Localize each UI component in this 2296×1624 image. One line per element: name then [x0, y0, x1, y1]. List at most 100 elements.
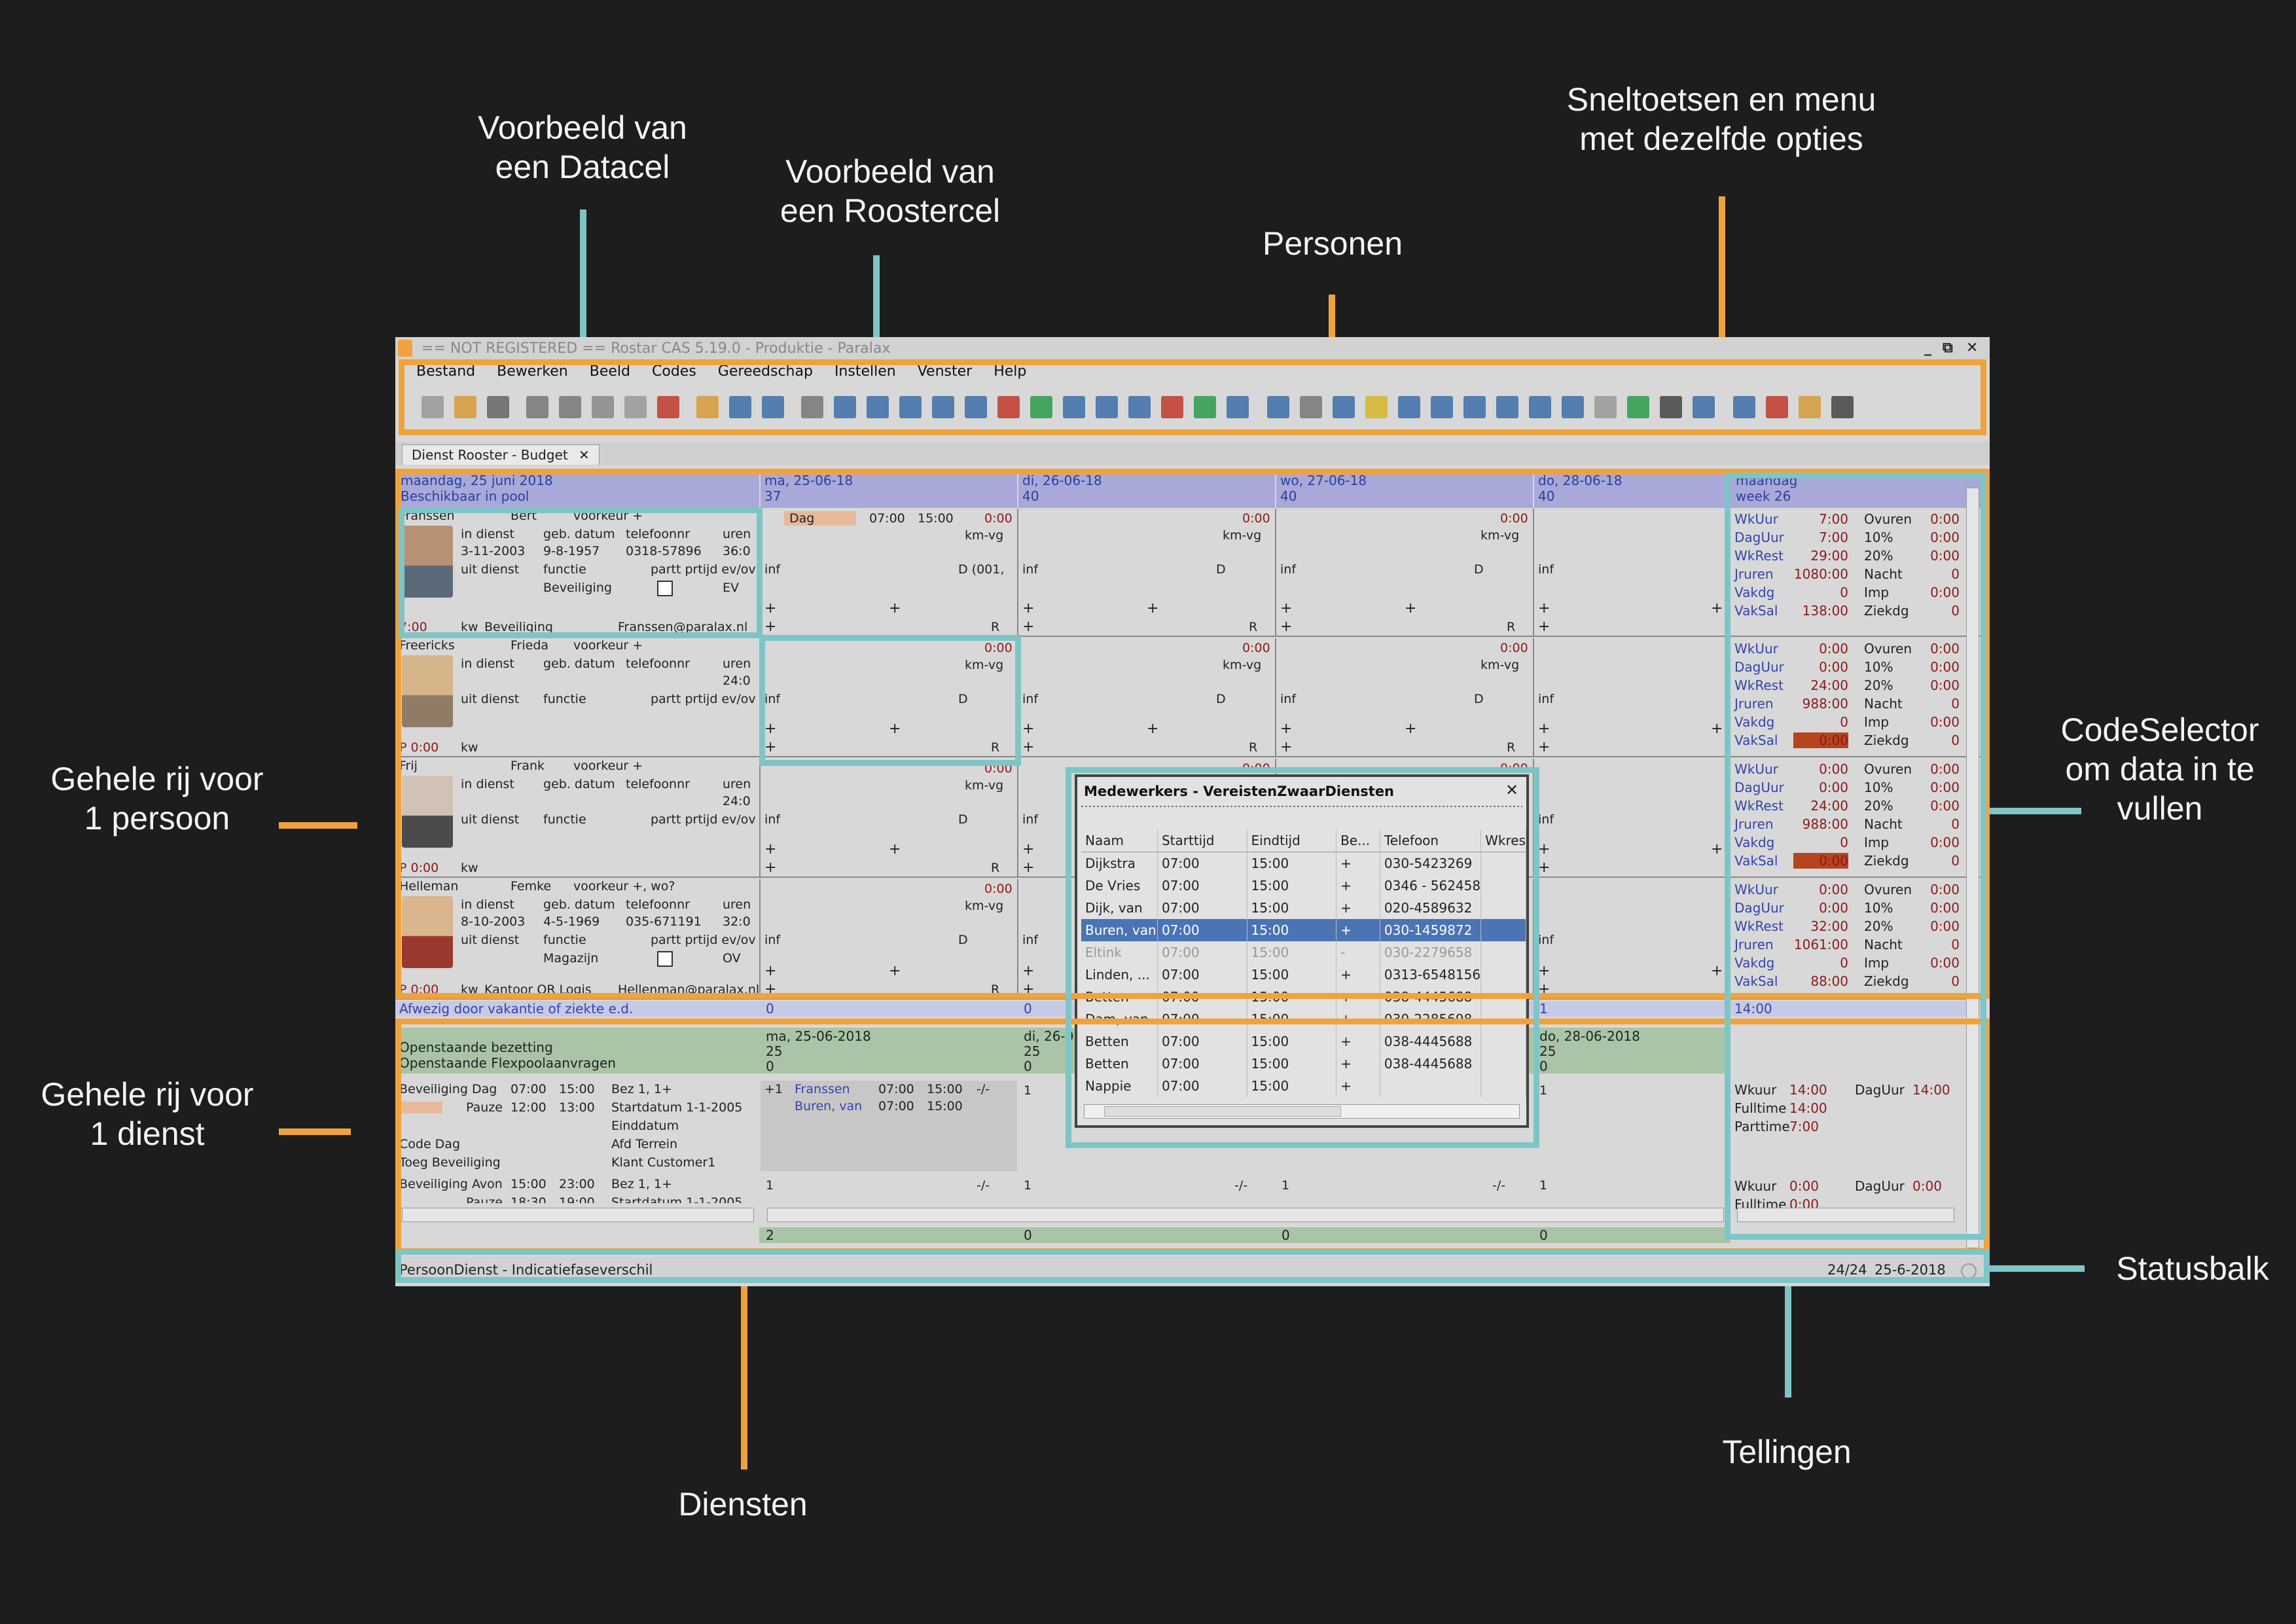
day-cell-plus[interactable]: +: [1280, 721, 1293, 737]
open-folder-icon[interactable]: [454, 396, 476, 418]
filter-green-icon[interactable]: [1627, 396, 1649, 418]
menu-help[interactable]: Help: [994, 363, 1027, 380]
day-cell-plus[interactable]: +: [1711, 600, 1723, 617]
day-cell-plus[interactable]: +: [764, 600, 777, 617]
day-cell-plus[interactable]: +: [1711, 721, 1723, 737]
day-cell-plus[interactable]: +: [1405, 600, 1417, 617]
day-cell-plus[interactable]: +: [764, 841, 777, 857]
day-cell-plus[interactable]: +: [1022, 981, 1035, 998]
day-cell-plus[interactable]: +: [889, 963, 901, 979]
day-cell-plus[interactable]: +: [1022, 963, 1035, 979]
paste-icon[interactable]: [624, 396, 647, 418]
menu-bewerken[interactable]: Bewerken: [497, 363, 568, 380]
popup-close-icon[interactable]: ✕: [1505, 781, 1519, 799]
columns-alt-icon[interactable]: [965, 396, 987, 418]
close-icon[interactable]: ✕: [1966, 340, 1979, 356]
clear-icon[interactable]: [997, 396, 1020, 418]
day-cell-plus[interactable]: +: [1022, 619, 1035, 635]
grid-alt-icon[interactable]: [834, 396, 856, 418]
columns-icon[interactable]: [932, 396, 954, 418]
export-icon[interactable]: [1693, 396, 1715, 418]
day-cell-plus[interactable]: +: [1405, 721, 1417, 737]
popup-column-header[interactable]: Telefoon: [1380, 829, 1482, 852]
day-cell-plus[interactable]: +: [1711, 963, 1723, 979]
day-cell-plus[interactable]: +: [1022, 600, 1035, 617]
menu-instellen[interactable]: Instellen: [834, 363, 896, 380]
day-cell-plus[interactable]: +: [1280, 739, 1293, 755]
prev-icon[interactable]: [1128, 396, 1151, 418]
day-cell-plus[interactable]: +: [1538, 859, 1551, 876]
day-cell-plus[interactable]: +: [1538, 600, 1551, 617]
day-cell-plus[interactable]: +: [1538, 739, 1551, 755]
refresh-icon[interactable]: [1194, 396, 1216, 418]
restore-icon[interactable]: ⧉: [1943, 340, 1953, 356]
menu-venster[interactable]: Venster: [917, 363, 973, 380]
service-row-2[interactable]: Beveiliging Avon 15:00 23:00 Bez 1, 1+ P…: [395, 1177, 759, 1203]
popup-column-header[interactable]: Wkres: [1480, 829, 1526, 852]
filter-multi-icon[interactable]: [1562, 396, 1584, 418]
table-icon[interactable]: [729, 396, 751, 418]
day-cell-plus[interactable]: +: [764, 859, 777, 876]
day-cell-plus[interactable]: +: [1538, 721, 1551, 737]
checkbox-icon[interactable]: [657, 581, 673, 596]
filter-clear-icon[interactable]: [1431, 396, 1453, 418]
day-cell-plus[interactable]: +: [764, 739, 777, 755]
tab-dienst-rooster[interactable]: Dienst Rooster - Budget ✕: [402, 444, 600, 465]
sheet-icon[interactable]: [1267, 396, 1289, 418]
split-icon[interactable]: [1063, 396, 1085, 418]
menu-bestand[interactable]: Bestand: [416, 363, 476, 380]
service-row-1[interactable]: Beveiliging Dag 07:00 15:00 Bez 1, 1+ Pa…: [395, 1082, 759, 1170]
binoculars-icon[interactable]: [1660, 396, 1682, 418]
delete-icon[interactable]: [657, 396, 679, 418]
codeselector-popup[interactable]: Medewerkers - VereistenZwaarDiensten ✕ N…: [1075, 774, 1529, 1128]
service-person-1[interactable]: Franssen: [795, 1082, 850, 1096]
filter-plus-icon[interactable]: [1496, 396, 1518, 418]
menu-gereedschap[interactable]: Gereedschap: [717, 363, 813, 380]
popup-column-header[interactable]: Naam: [1081, 829, 1158, 852]
filter-icon[interactable]: [1333, 396, 1355, 418]
more-icon[interactable]: [1831, 396, 1854, 418]
filter-gray-icon[interactable]: [1594, 396, 1617, 418]
service-person-2[interactable]: Buren, van: [795, 1099, 863, 1113]
horizontal-scrollbar-left[interactable]: [402, 1208, 754, 1222]
day-cell-plus[interactable]: +: [1022, 841, 1035, 857]
menu-beeld[interactable]: Beeld: [589, 363, 630, 380]
horizontal-scrollbar-counts[interactable]: [1737, 1208, 1954, 1222]
popup-horizontal-scrollbar[interactable]: [1084, 1104, 1520, 1119]
vertical-scrollbar[interactable]: [1966, 488, 1979, 1248]
day-cell-plus[interactable]: +: [1538, 981, 1551, 998]
zoom-icon[interactable]: [762, 396, 784, 418]
tab-close-icon[interactable]: ✕: [579, 447, 590, 463]
day-cell-plus[interactable]: +: [764, 981, 777, 998]
day-cell-plus[interactable]: +: [1538, 841, 1551, 857]
day-cell-plus[interactable]: +: [889, 721, 901, 737]
next-icon[interactable]: [1227, 396, 1249, 418]
list-icon[interactable]: [867, 396, 889, 418]
filter-table-icon[interactable]: [1398, 396, 1420, 418]
day-cell-plus[interactable]: +: [1022, 859, 1035, 876]
filter-x-icon[interactable]: [1529, 396, 1551, 418]
bug-alt-icon[interactable]: [1799, 396, 1821, 418]
color-bars-icon[interactable]: [1030, 396, 1052, 418]
bug-icon[interactable]: [1766, 396, 1788, 418]
day-cell-plus[interactable]: +: [764, 619, 777, 635]
day-cell-plus[interactable]: +: [1147, 600, 1159, 617]
folder-dropdown-icon[interactable]: [696, 396, 719, 418]
filter-star-icon[interactable]: [1365, 396, 1388, 418]
day-cell-plus[interactable]: +: [1022, 721, 1035, 737]
copy-icon[interactable]: [592, 396, 614, 418]
help-icon[interactable]: [1733, 396, 1755, 418]
cut-icon[interactable]: [559, 396, 581, 418]
day-cell-plus[interactable]: +: [1711, 841, 1723, 857]
day-cell-plus[interactable]: +: [1538, 963, 1551, 979]
